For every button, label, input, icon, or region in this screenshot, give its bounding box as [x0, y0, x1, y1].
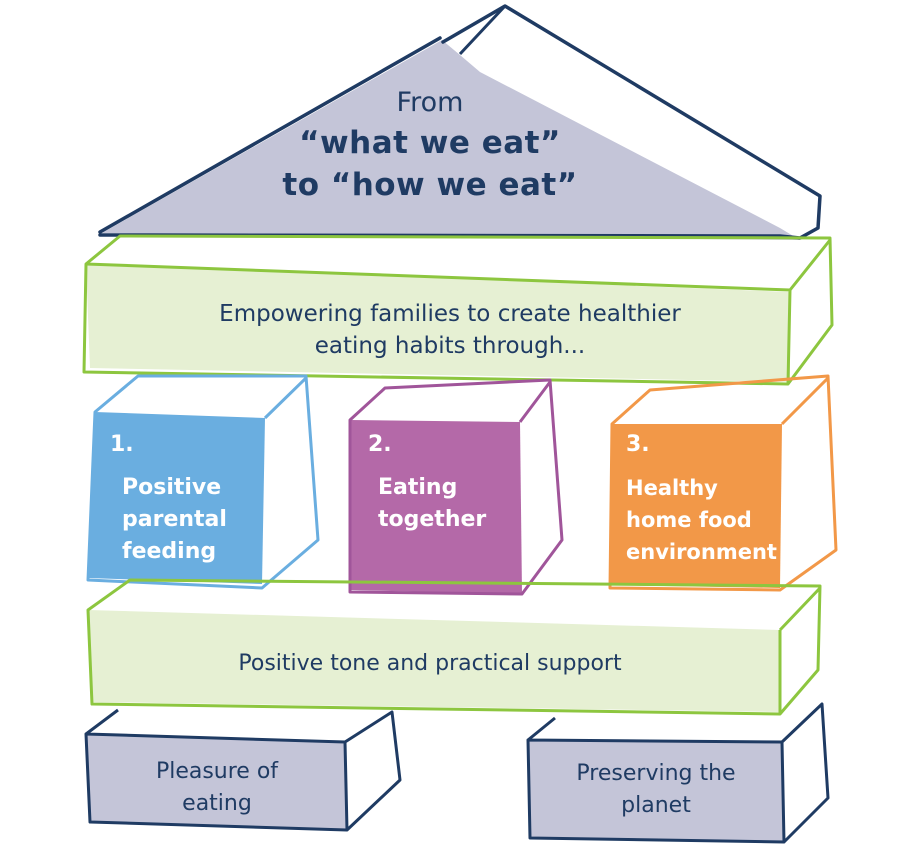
pillar-2-label: Eating together [378, 472, 486, 536]
roof-text-from: From [396, 87, 464, 118]
foundation-right-front [528, 740, 784, 842]
base-text: Positive tone and practical support [238, 651, 622, 676]
beam-edges [85, 239, 832, 385]
base-front [88, 610, 780, 712]
roof-text-what-we-eat: “what we eat” [299, 125, 561, 161]
foundation-left-text: Pleasure of eating [92, 756, 342, 820]
foundation-left-line-1: Pleasure of [155, 759, 279, 784]
pillar-1-label-line-2: parental [122, 507, 227, 532]
roof [98, 4, 822, 240]
pillar-2-label-line-2: together [378, 507, 487, 532]
base-outline [86, 578, 822, 716]
pillar-1-number: 1. [110, 432, 134, 457]
foundation-left-shape [84, 708, 402, 832]
roof-face [102, 40, 800, 240]
pillar-1-front [88, 412, 265, 584]
pillar-3-front [610, 424, 782, 588]
beam-text-line-1: Empowering families to create healthier [219, 301, 681, 327]
foundation-right-shape [526, 702, 830, 844]
pillar-3-number: 3. [626, 432, 650, 457]
pillar-3-label-line-3: environment [626, 540, 777, 564]
foundation-right-outline [526, 702, 830, 844]
pillar-1-label: Positive parental feeding [122, 472, 227, 568]
foundation-right-line-2: planet [621, 793, 691, 818]
foundation-left-line-2: eating [182, 791, 252, 816]
foundation-left-front [86, 734, 347, 830]
beam-text: Empowering families to create healthier … [130, 298, 770, 362]
pillar-2-outline [348, 378, 564, 596]
pillar-3-label-line-2: home food [626, 508, 752, 532]
pillar-1-shape [86, 374, 320, 590]
pillar-2-shape [348, 378, 564, 596]
beam-text-line-2: eating habits through... [314, 333, 586, 359]
pillar-2-front [350, 420, 522, 594]
pillar-3-shape [608, 374, 838, 592]
pillar-3-label-line-1: Healthy [626, 476, 718, 500]
roof-ridge [458, 4, 507, 56]
foundation-left-outline [84, 708, 402, 832]
beam-front [86, 264, 790, 382]
pillar-1-label-line-1: Positive [122, 475, 222, 500]
base-beam [86, 578, 822, 716]
foundation-right-line-1: Preserving the [576, 761, 736, 786]
pillar-2-number: 2. [368, 432, 392, 457]
pillar-3-outline [608, 374, 838, 592]
top-beam [82, 234, 834, 386]
pillar-1-outline [86, 374, 320, 590]
roof-text-how-we-eat: to “how we eat” [282, 167, 578, 203]
foundation-right-text: Preserving the planet [530, 758, 782, 822]
pillar-1-label-line-3: feeding [122, 539, 217, 564]
pillar-2-label-line-1: Eating [378, 475, 458, 500]
pillar-3-label: Healthy home food environment [626, 472, 777, 568]
beam-outline [82, 234, 834, 386]
